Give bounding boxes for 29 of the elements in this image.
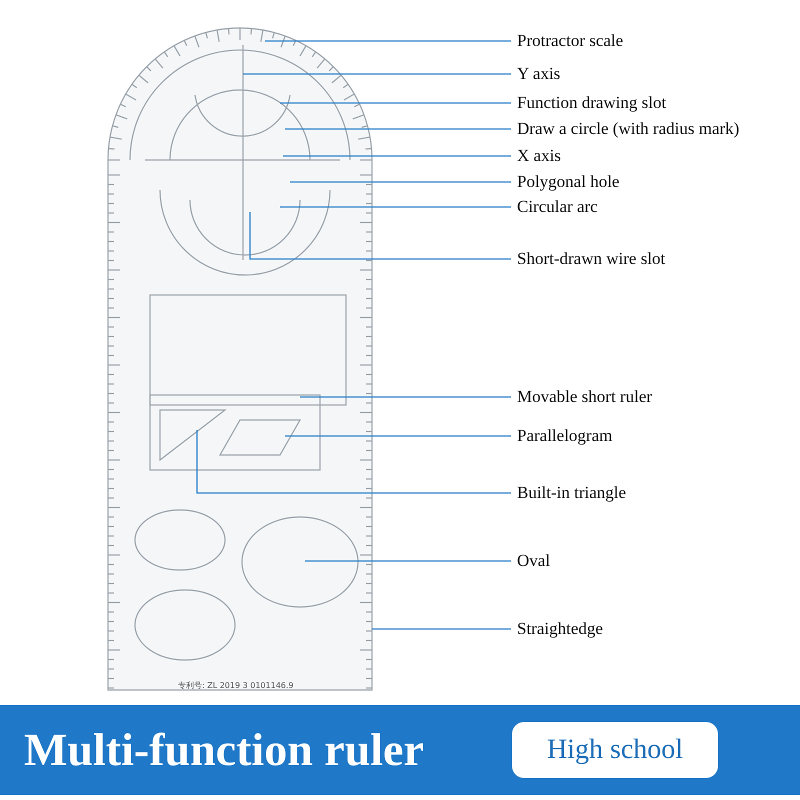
callout-label: Built-in triangle — [517, 483, 626, 503]
callout-label: Parallelogram — [517, 426, 612, 446]
leader-line — [290, 181, 511, 183]
leader-line — [285, 435, 511, 437]
callout-label: X axis — [517, 146, 561, 166]
callout-label: Oval — [517, 551, 550, 571]
callout-label: Straightedge — [517, 619, 603, 639]
level-badge: High school — [512, 722, 718, 778]
leader-line — [285, 128, 511, 130]
callout-label: Y axis — [517, 64, 560, 84]
leader-line — [196, 430, 511, 494]
leader-line — [243, 73, 511, 75]
callout-label: Protractor scale — [517, 31, 624, 51]
callout-label: Circular arc — [517, 197, 598, 217]
patent-number: 专利号: ZL 2019 3 0101146.9 — [178, 680, 294, 691]
leader-line — [280, 206, 511, 208]
callout-label: Polygonal hole — [517, 172, 620, 192]
callout-label: Movable short ruler — [517, 387, 652, 407]
callout-label: Function drawing slot — [517, 93, 666, 113]
callout-label: Short-drawn wire slot — [517, 249, 666, 269]
callout-label: Draw a circle (with radius mark) — [517, 119, 740, 139]
leader-line — [300, 396, 511, 398]
leader-line — [265, 40, 511, 42]
title: Multi-function ruler — [24, 723, 424, 777]
leader-line — [372, 628, 511, 630]
leader-line — [283, 155, 511, 157]
leader-line — [249, 212, 511, 260]
leader-line — [305, 560, 511, 562]
leader-line — [280, 102, 511, 104]
